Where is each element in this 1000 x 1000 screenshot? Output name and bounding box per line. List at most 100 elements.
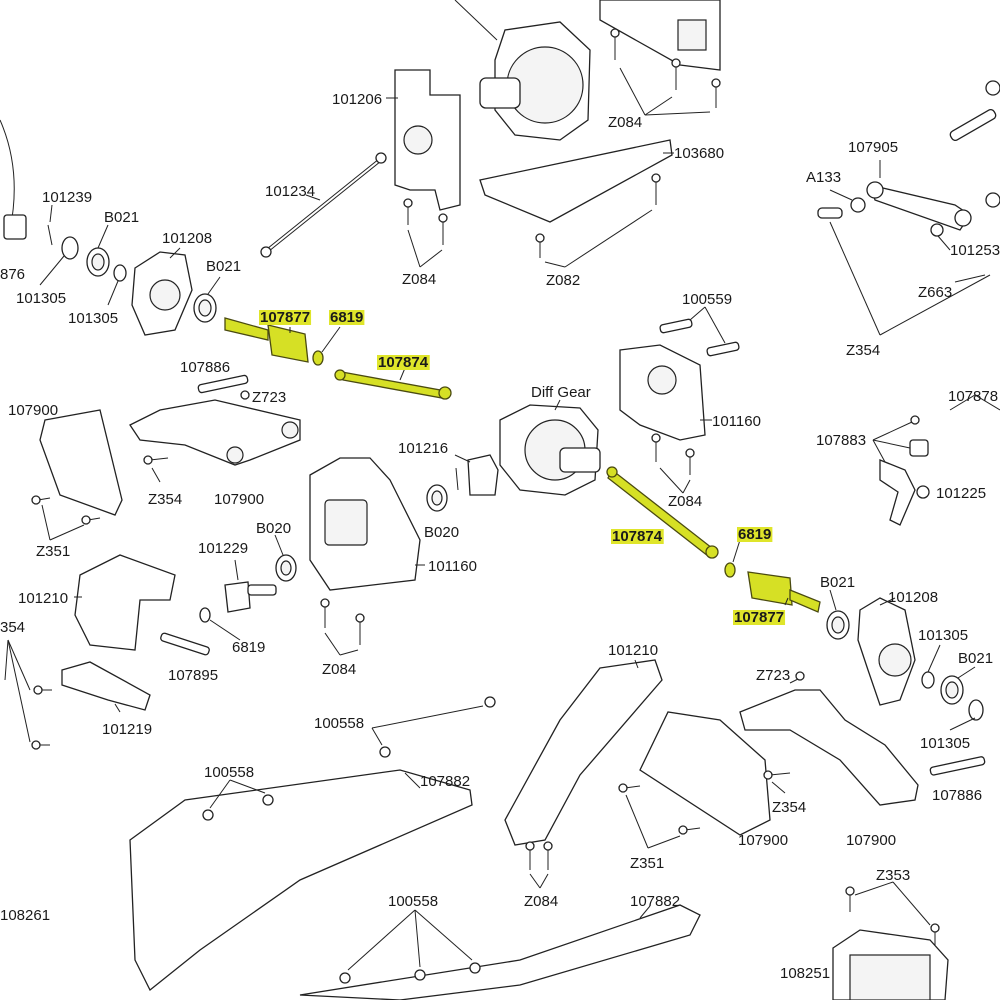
part-107905-link — [869, 184, 971, 231]
part-label: 100559 — [682, 291, 732, 308]
part-label: 107886 — [180, 359, 230, 376]
label-highlight — [259, 310, 312, 325]
highlighted-right-drivetrain — [606, 466, 821, 613]
part-label: B021 — [820, 574, 855, 591]
part-label: Z723 — [252, 389, 286, 406]
part-label: B021 — [206, 258, 241, 275]
part-label: 101253 — [950, 242, 1000, 259]
part-label: 101239 — [42, 189, 92, 206]
part-label: 100558 — [204, 764, 254, 781]
part-label: 107895 — [168, 667, 218, 684]
part-label: 101229 — [198, 540, 248, 557]
part-107877-shaft-left — [224, 317, 269, 341]
part-label: Z351 — [36, 543, 70, 560]
part-label: 107877 — [260, 309, 310, 326]
screw-group-z354-left — [143, 455, 169, 483]
screw-group-100558-b — [202, 779, 274, 821]
part-label: 108251 — [780, 965, 830, 982]
part-label: 100558 — [314, 715, 364, 732]
screw-group-z084-top — [610, 28, 721, 116]
part-label: 107900 — [214, 491, 264, 508]
part-101210-right-panel — [504, 659, 663, 846]
part-6819-washer-right — [724, 562, 736, 578]
part-label: 107905 — [848, 139, 898, 156]
part-label: 101305 — [68, 310, 118, 327]
part-label: 107882 — [630, 893, 680, 910]
part-label: Z354 — [148, 491, 182, 508]
part-label: 6819 — [232, 639, 265, 656]
part-label: 107900 — [8, 402, 58, 419]
part-label: 107900 — [738, 832, 788, 849]
screw-group-100558-c — [339, 909, 481, 984]
part-label: Z084 — [402, 271, 436, 288]
part-label: Z351 — [630, 855, 664, 872]
part-label: 103680 — [674, 145, 724, 162]
part-label: 101305 — [16, 290, 66, 307]
part-107874-shaft-left — [341, 371, 443, 399]
part-107900-arm-right — [739, 689, 919, 806]
part-label: 101219 — [102, 721, 152, 738]
part-label: 101160 — [428, 558, 477, 575]
part-107895-pin — [160, 632, 210, 656]
part-label: 6819 — [330, 309, 363, 326]
part-107877-cup-right — [747, 571, 793, 606]
top-plate — [599, 0, 721, 71]
part-label: Z354 — [772, 799, 806, 816]
part-label: 101225 — [936, 485, 986, 502]
part-107886-pin-left — [197, 374, 249, 394]
part-z723 — [240, 390, 250, 400]
part-label: 107900 — [846, 832, 896, 849]
part-label: 107878 — [948, 388, 998, 405]
part-107900-arm-left — [129, 399, 301, 466]
part-label: 101216 — [398, 440, 448, 457]
highlighted-left-drivetrain — [224, 317, 452, 400]
screw-group-100559 — [659, 306, 740, 357]
label-highlight — [329, 310, 365, 325]
label-highlight — [737, 527, 773, 542]
part-label: Z723 — [756, 667, 790, 684]
top-plate-slot — [677, 19, 707, 51]
screw-group-z084-bottom — [525, 841, 553, 889]
part-101210-left — [74, 554, 176, 651]
part-101216-pinion — [454, 454, 499, 496]
part-label: 107883 — [816, 432, 866, 449]
diff-outdrive — [479, 77, 521, 109]
part-label: B020 — [256, 520, 291, 537]
part-label: Z084 — [524, 893, 558, 910]
part-107882-guard-left — [129, 769, 473, 992]
part-label: 101206 — [332, 91, 382, 108]
part-label: B021 — [104, 209, 139, 226]
screw-group-354-left — [4, 639, 52, 750]
part-label: 101208 — [888, 589, 938, 606]
part-label: Z084 — [608, 114, 642, 131]
part-101219 — [61, 661, 151, 711]
left-hub-assembly — [3, 204, 221, 336]
part-label: Z082 — [546, 272, 580, 289]
part-107877-shaft-right — [789, 589, 821, 613]
part-103680-rail — [479, 139, 673, 223]
part-label: 101210 — [608, 642, 658, 659]
part-6819-washer-left — [312, 350, 324, 366]
part-label: 107882 — [420, 773, 470, 790]
part-label: 101208 — [162, 230, 212, 247]
part-label: 107874 — [378, 354, 429, 371]
part-label: 876 — [0, 266, 25, 283]
screw-group-z082 — [535, 173, 661, 268]
tire-edge-outline — [0, 119, 15, 231]
part-101234-driveshaft — [260, 152, 387, 258]
part-label: B020 — [424, 524, 459, 541]
screw-group-z353 — [845, 881, 940, 945]
part-107882-guard-right — [299, 904, 701, 1000]
part-107900-cover-left — [39, 409, 123, 516]
right-link-parts — [872, 394, 1000, 526]
part-label: 101305 — [920, 735, 970, 752]
part-107877-cup-left — [267, 324, 309, 363]
part-107886-pin-right — [929, 756, 986, 776]
screw-group-z084-mid — [403, 198, 448, 268]
screw-group-z084-lower — [320, 598, 365, 656]
part-label: Z353 — [876, 867, 910, 884]
part-label: 100558 — [388, 893, 438, 910]
part-label: Z354 — [846, 342, 880, 359]
